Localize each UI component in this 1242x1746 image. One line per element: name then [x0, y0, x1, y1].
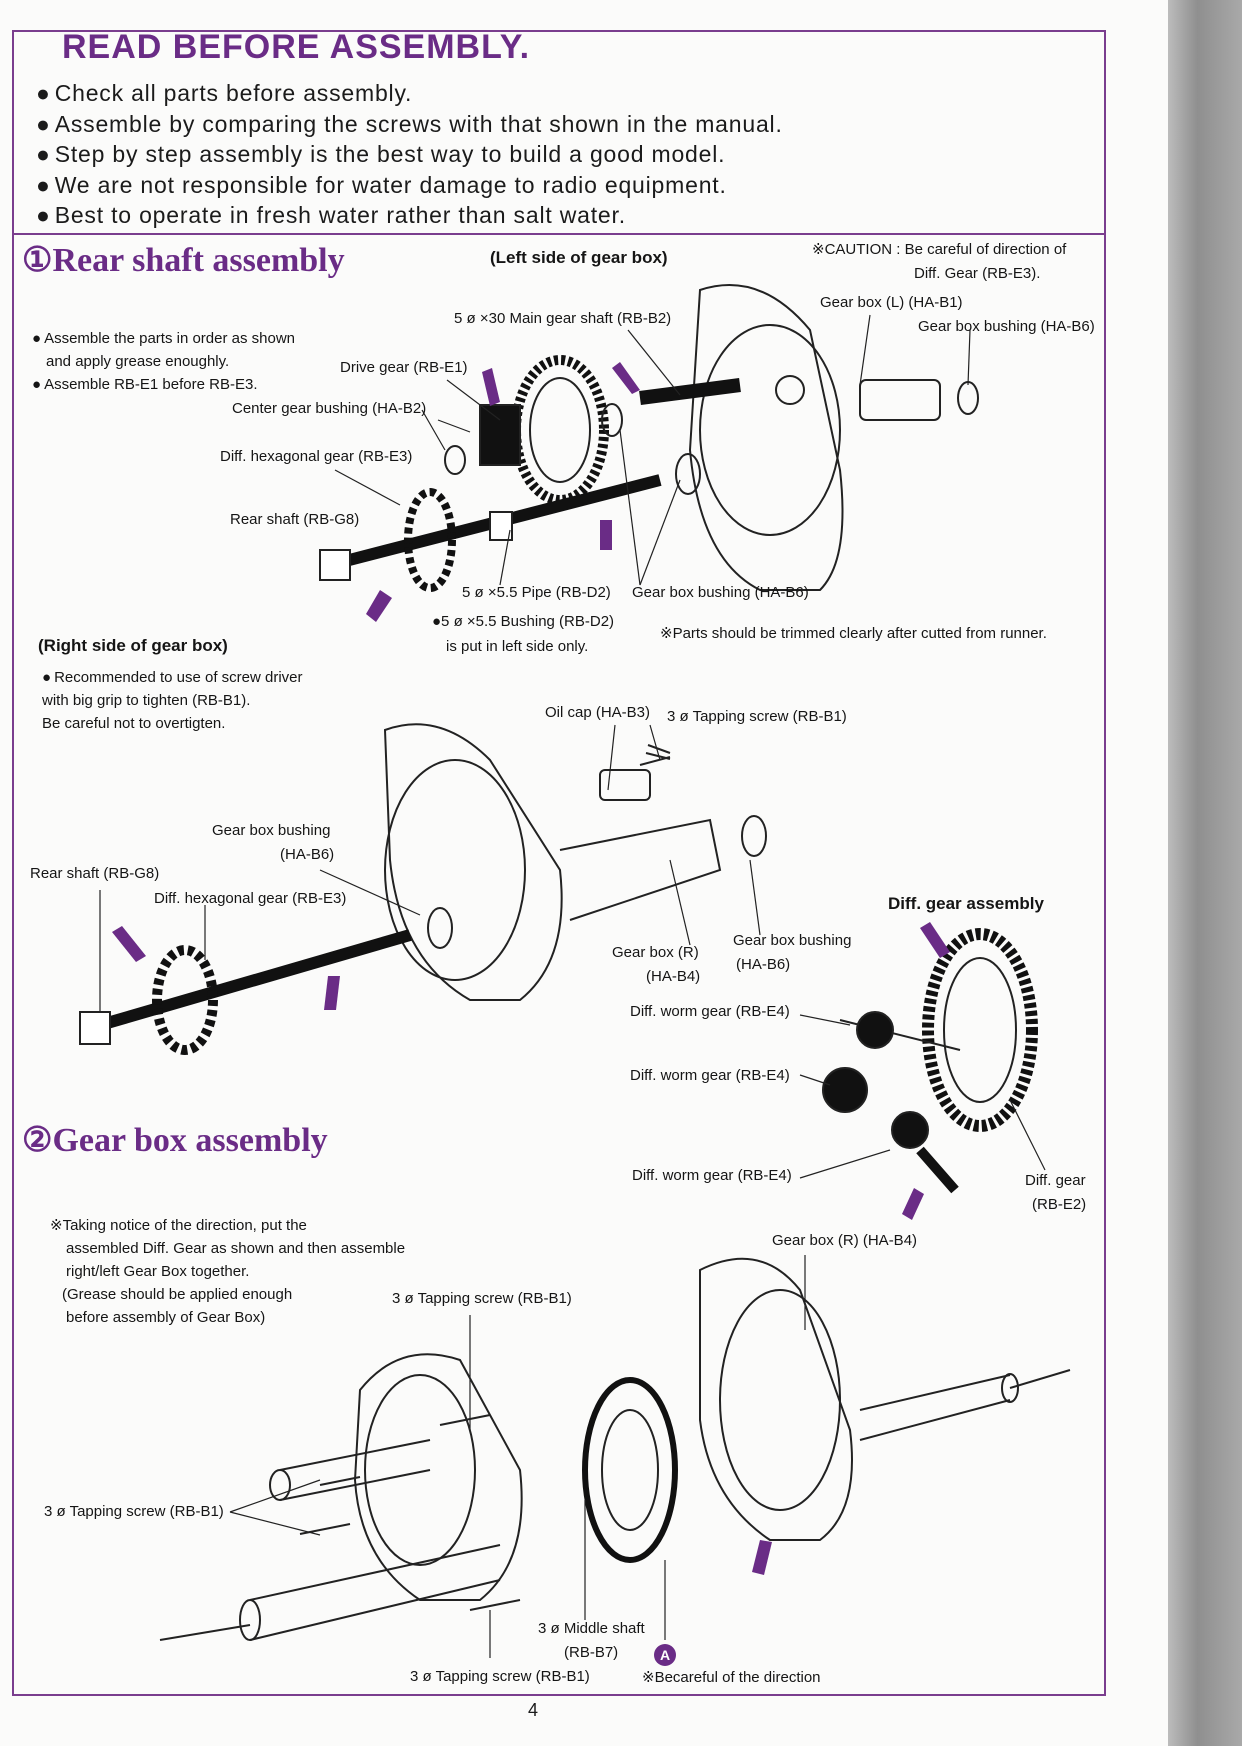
- section1-notes: Assemble the parts in order as shown and…: [32, 327, 295, 396]
- label-tapping-screw-bottom: 3 ø Tapping screw (RB-B1): [410, 1668, 590, 1685]
- label-gear-box-bushing-r2b: (HA-B6): [736, 956, 791, 973]
- label-drive-gear: Drive gear (RB-E1): [340, 359, 468, 376]
- label-main-gear-shaft: 5 ø ×30 Main gear shaft (RB-B2): [454, 310, 672, 327]
- section2-title: ②Gear box assembly: [22, 1122, 328, 1159]
- section2-note-line: assembled Diff. Gear as shown and then a…: [66, 1240, 406, 1257]
- instruction-item: We are not responsible for water damage …: [36, 170, 783, 201]
- label-gear-box-bushing-r2: Gear box bushing: [733, 932, 852, 949]
- header-divider: [12, 233, 1106, 235]
- label-rear-shaft: Rear shaft (RB-G8): [230, 511, 360, 528]
- diff-gear-drawing: [822, 928, 1038, 1194]
- label-diff-gear-b: (RB-E2): [1032, 1196, 1087, 1213]
- instruction-item: Step by step assembly is the best way to…: [36, 139, 783, 170]
- grease-arrows: [112, 362, 950, 1575]
- label-tapping-screw-top: 3 ø Tapping screw (RB-B1): [392, 1290, 572, 1307]
- label-trim-note: ※Parts should be trimmed clearly after c…: [660, 625, 1047, 642]
- diff-assembly-title: Diff. gear assembly: [888, 894, 1044, 913]
- label-gear-box-r: Gear box (R): [612, 944, 699, 961]
- instruction-list: Check all parts before assembly. Assembl…: [36, 78, 783, 231]
- section1-note-line: and apply grease enoughly.: [46, 353, 230, 370]
- gearbox-left-drawing: [688, 284, 979, 591]
- label-diff-gear: Diff. gear: [1025, 1172, 1086, 1189]
- instruction-item: Assemble by comparing the screws with th…: [36, 109, 783, 140]
- label-oil-cap: Oil cap (HA-B3): [545, 704, 651, 721]
- label-diff-worm-gear-1: Diff. worm gear (RB-E4): [630, 1003, 790, 1020]
- drive-gear-drawing: [444, 355, 609, 505]
- label-tapping-screw: 3 ø Tapping screw (RB-B1): [667, 708, 847, 725]
- label-diff-hex-gear: Diff. hexagonal gear (RB-E3): [220, 448, 413, 465]
- caution-line: Diff. Gear (RB-E3).: [914, 265, 1041, 282]
- label-gear-box-bushing-r1b: (HA-B6): [280, 846, 335, 863]
- caution-line: ※CAUTION : Be careful of direction of: [812, 241, 1067, 258]
- label-pipe: 5 ø ×5.5 Pipe (RB-D2): [462, 584, 611, 601]
- left-side-title: (Left side of gear box): [490, 248, 668, 267]
- label-gear-box-l: Gear box (L) (HA-B1): [820, 294, 963, 311]
- assembly-illustrations: [79, 284, 1071, 1658]
- label-bushing-note-2: is put in left side only.: [446, 638, 589, 655]
- label-gear-box-r-assembly: Gear box (R) (HA-B4): [772, 1232, 918, 1249]
- label-gear-box-r-b: (HA-B4): [646, 968, 701, 985]
- right-side-notes: Recommended to use of screw driver with …: [42, 666, 303, 735]
- gearbox-assembly-drawing: [159, 1257, 1071, 1641]
- direction-marker-a: A: [654, 1644, 676, 1666]
- section2-note-line: ※Taking notice of the direction, put the: [50, 1217, 307, 1234]
- label-diff-hex-gear-r: Diff. hexagonal gear (RB-E3): [154, 890, 347, 907]
- section1-note-line: Assemble the parts in order as shown: [44, 330, 296, 347]
- section1-title: ①Rear shaft assembly: [22, 242, 345, 279]
- section1-note-line: Assemble RB-E1 before RB-E3.: [44, 376, 258, 393]
- gearbox-right-drawing: [383, 723, 767, 1001]
- section2-note-line: right/left Gear Box together.: [66, 1263, 250, 1280]
- right-side-title: (Right side of gear box): [38, 636, 228, 655]
- section2-note-line: before assembly of Gear Box): [66, 1309, 266, 1326]
- label-gear-box-bushing-bottom: Gear box bushing (HA-B6): [632, 584, 809, 601]
- label-bushing-note: ●5 ø ×5.5 Bushing (RB-D2): [432, 613, 615, 630]
- label-middle-shaft-b: (RB-B7): [564, 1644, 619, 1661]
- label-gear-box-bushing-r1: Gear box bushing: [212, 822, 331, 839]
- label-rear-shaft-r: Rear shaft (RB-G8): [30, 865, 160, 882]
- label-diff-worm-gear-2: Diff. worm gear (RB-E4): [630, 1067, 790, 1084]
- instruction-item: Best to operate in fresh water rather th…: [36, 200, 783, 231]
- label-tapping-screw-left: 3 ø Tapping screw (RB-B1): [44, 1503, 224, 1520]
- instruction-item: Check all parts before assembly.: [36, 78, 783, 109]
- page-number: 4: [528, 1700, 539, 1720]
- page-title: READ BEFORE ASSEMBLY.: [62, 28, 531, 66]
- label-diff-worm-gear-3: Diff. worm gear (RB-E4): [632, 1167, 792, 1184]
- right-note-line: with big grip to tighten (RB-B1).: [42, 692, 251, 709]
- section2-notes: ※Taking notice of the direction, put the…: [50, 1214, 405, 1329]
- label-direction-note: ※Becareful of the direction: [642, 1669, 821, 1686]
- label-middle-shaft: 3 ø Middle shaft: [538, 1620, 645, 1637]
- page-edge-shadow: [1168, 0, 1242, 1746]
- label-gear-box-bushing-top: Gear box bushing (HA-B6): [918, 318, 1095, 335]
- right-note-line: Recommended to use of screw driver: [54, 669, 303, 686]
- label-center-gear-bushing: Center gear bushing (HA-B2): [232, 400, 427, 417]
- right-note-line: Be careful not to overtigten.: [42, 715, 226, 732]
- page-frame: [12, 30, 1106, 1696]
- caution-note: ※CAUTION : Be careful of direction of Di…: [812, 238, 1066, 286]
- section2-note-line: (Grease should be applied enough: [62, 1286, 293, 1303]
